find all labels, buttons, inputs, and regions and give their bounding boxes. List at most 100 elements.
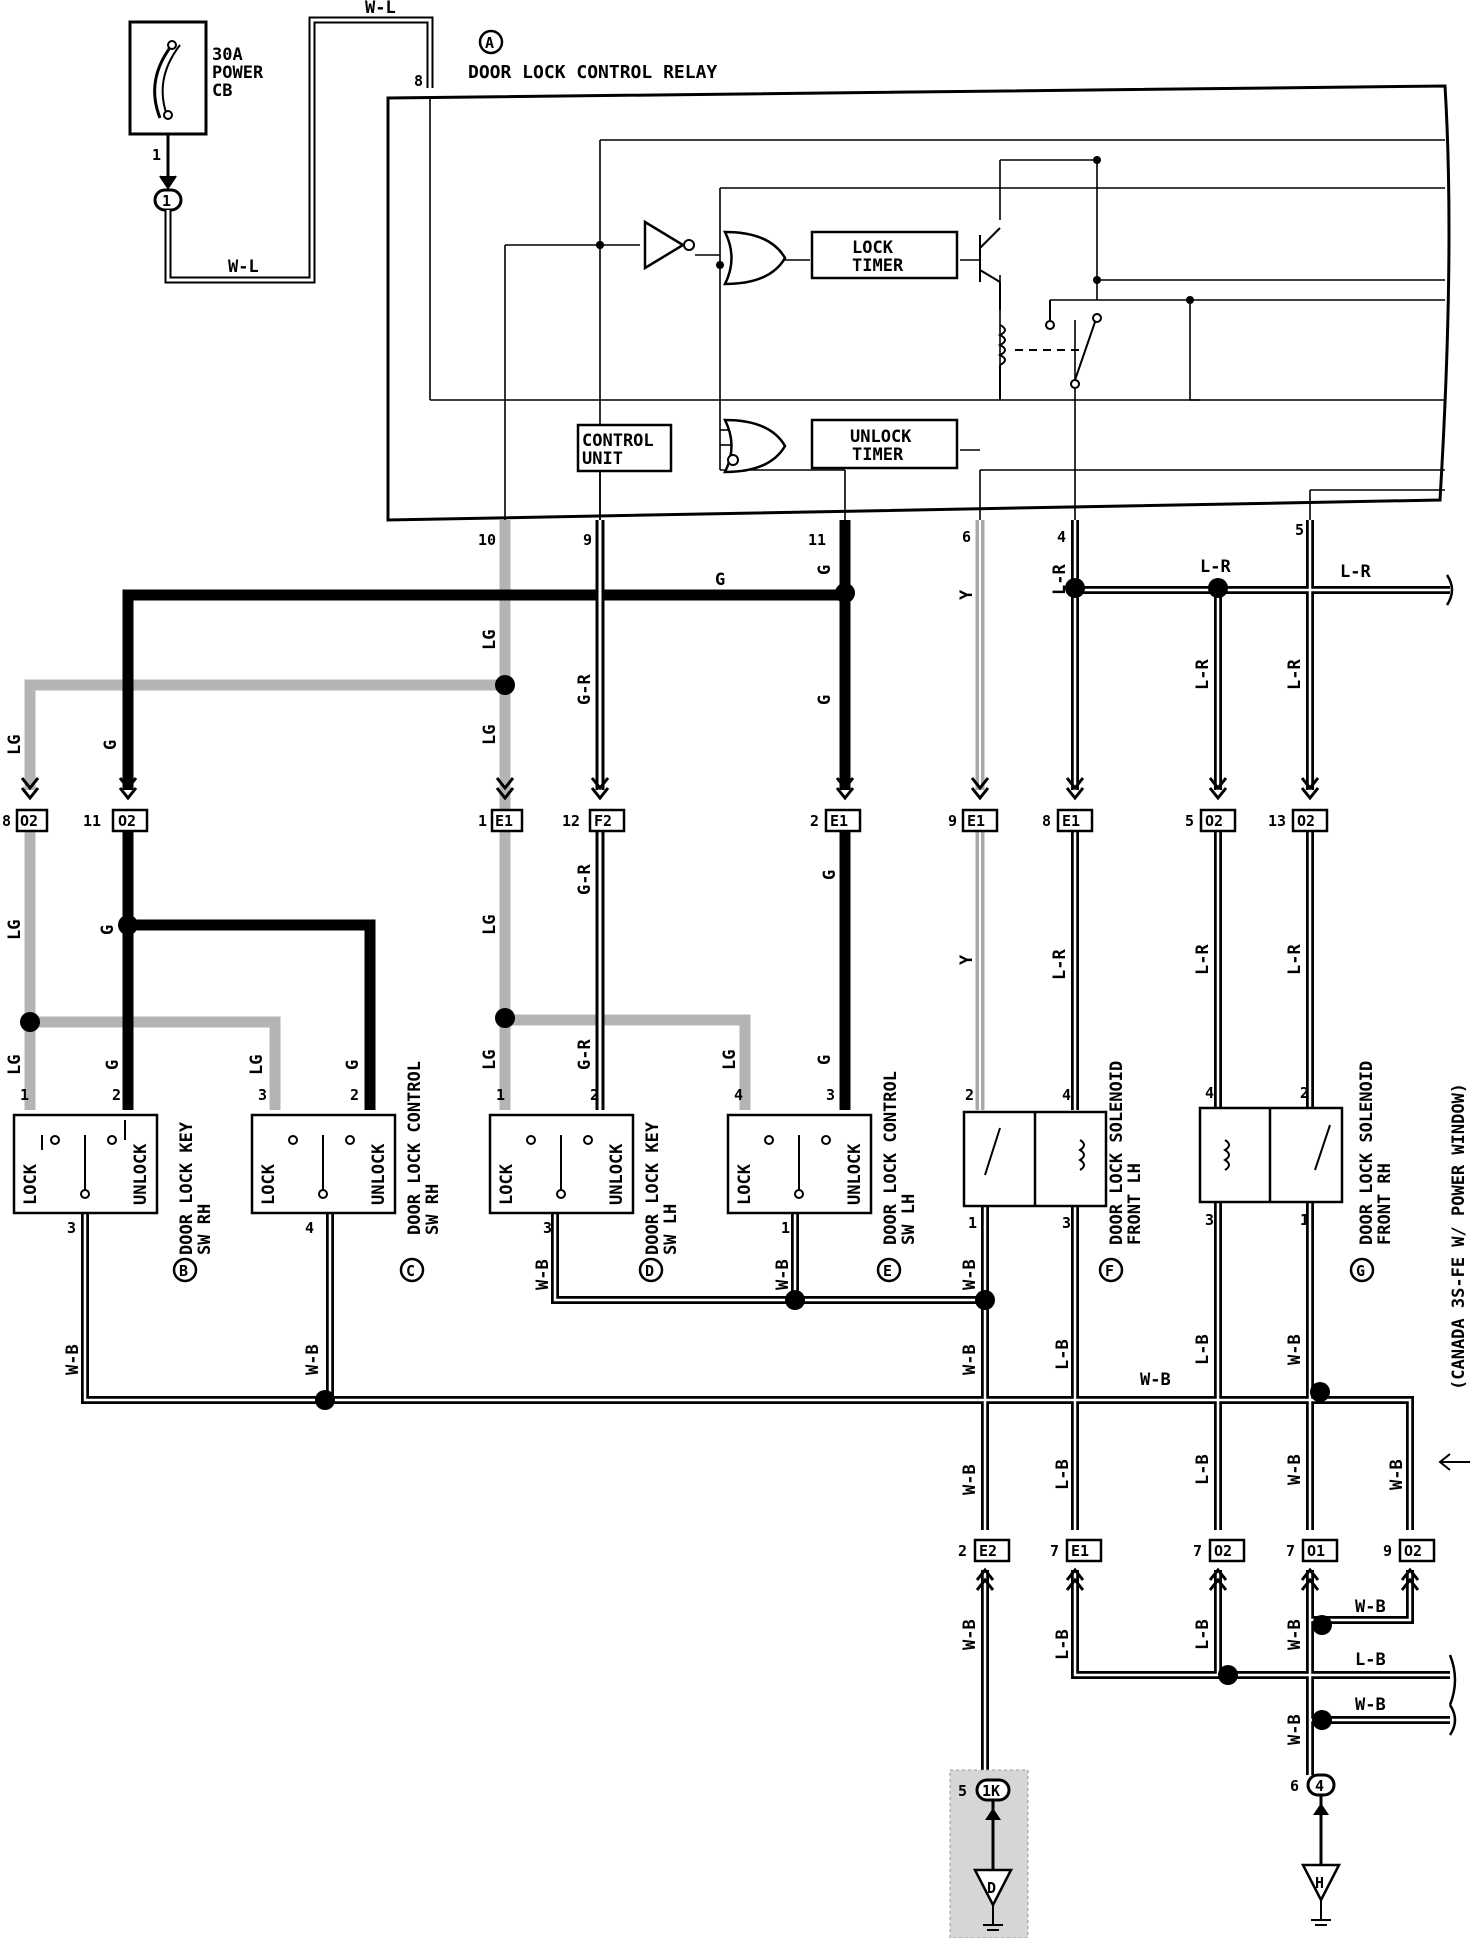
lbl-y-6: Y [957, 589, 977, 600]
e-marker: E [883, 1262, 892, 1280]
relay-pin-6: 6 [962, 528, 971, 546]
b-name: DOOR LOCK KEY [177, 1121, 197, 1255]
lbl-lg-b3: LG [5, 1055, 25, 1075]
harness-continuation-marks [1445, 574, 1457, 1736]
lbl-l-b-f3: L-B [1053, 1629, 1073, 1660]
pin-e-mid: 2 [810, 812, 819, 830]
conn-f2: F2 [594, 812, 612, 830]
conn-o2-low: O2 [1214, 1542, 1232, 1560]
circuit-breaker-30a: 30A POWER CB 1 1 [128, 20, 264, 212]
connector-row-upper: O2 8 O2 11 E1 1 F2 12 E1 2 E1 9 E1 8 O2 … [2, 777, 1329, 833]
lbl-l-r-13: L-R [1285, 659, 1305, 690]
conn-o2-g: O2 [1205, 812, 1223, 830]
pin-g-o2b: 13 [1268, 812, 1286, 830]
lbl-y-f: Y [957, 954, 977, 965]
d-lock-label: LOCK [497, 1163, 517, 1205]
lbl-g-junction: G [98, 925, 118, 935]
pin-4: 6 [1290, 1777, 1299, 1795]
pin-f-e1: 9 [948, 812, 957, 830]
lbl-g-top: G [715, 570, 725, 590]
canada-note-arrow [1438, 1453, 1470, 1471]
pin-b-right: 11 [83, 812, 101, 830]
f-pin-4: 4 [1062, 1086, 1071, 1104]
b-lock-label: LOCK [21, 1163, 41, 1205]
lbl-w-b-g4: W-B [1285, 1714, 1305, 1745]
door-lock-control-relay: A DOOR LOCK CONTROL RELAY 8 [386, 29, 1451, 549]
relay-pin-4: 4 [1057, 528, 1066, 546]
lbl-w-b-g3: W-B [1285, 1619, 1305, 1650]
conn-e1-e: E1 [830, 812, 848, 830]
pin-d-mid: 12 [562, 812, 580, 830]
ground-h-label: H [1315, 1874, 1324, 1892]
relay-pin-10: 10 [478, 531, 496, 549]
lbl-l-r-h2: L-R [1340, 562, 1371, 582]
conn-o2-low2: O2 [1404, 1542, 1422, 1560]
pin-g-o2: 5 [1185, 812, 1194, 830]
g-pin-2: 2 [1300, 1084, 1309, 1102]
conn-o2-g2: O2 [1297, 812, 1315, 830]
control-unit-label-2: UNIT [582, 449, 623, 469]
b-marker: B [179, 1262, 188, 1280]
lbl-g-e: G [820, 870, 840, 880]
wire-w-b-ground [81, 1195, 1450, 1775]
c-name: DOOR LOCK CONTROL [405, 1061, 425, 1235]
b-pin-3: 3 [67, 1219, 76, 1237]
breaker-label-1: 30A [212, 45, 243, 65]
pin-b-left: 8 [2, 812, 11, 830]
lbl-l-r-g: L-R [1193, 944, 1213, 975]
e-name: DOOR LOCK CONTROL [881, 1071, 901, 1245]
lbl-l-r-g2: L-R [1285, 944, 1305, 975]
lbl-w-b-d: W-B [533, 1259, 553, 1290]
lbl-w-b-f: W-B [960, 1259, 980, 1290]
lbl-w-b-e: W-B [773, 1259, 793, 1290]
conn-4: 4 [1315, 1777, 1324, 1795]
lbl-lg-c: LG [247, 1055, 267, 1075]
conn-e1-f2: E1 [1062, 812, 1080, 830]
door-lock-key-sw-rh: 1 2 3 LOCK UNLOCK B DOOR LOCK KEY SW RH [12, 1086, 215, 1283]
relay-pin-9: 9 [583, 531, 592, 549]
relay-pin-8: 8 [414, 72, 423, 90]
door-lock-solenoid-front-rh: 4 2 3 1 G DOOR LOCK SOLENOID FRONT RH [1198, 1061, 1395, 1283]
wire-g-harness [122, 520, 851, 1110]
door-lock-control-sw-lh: 4 3 1 LOCK UNLOCK E DOOR LOCK CONTROL SW… [726, 1071, 919, 1283]
conn-e1-d: E1 [495, 812, 513, 830]
c-pin-3: 3 [258, 1086, 267, 1104]
f-side: FRONT LH [1125, 1163, 1145, 1245]
wire-l-r [1071, 520, 1450, 1110]
ground-d: 1K 5 D [949, 1769, 1029, 1938]
b-unlock-label: UNLOCK [131, 1143, 151, 1205]
d-side: SW LH [661, 1204, 681, 1255]
breaker-connector-label: 1 [162, 192, 171, 210]
unlock-timer-label-2: TIMER [852, 445, 904, 465]
pin-1k: 5 [958, 1782, 967, 1800]
f-name: DOOR LOCK SOLENOID [1107, 1061, 1127, 1245]
c-marker: C [406, 1262, 415, 1280]
door-lock-solenoid-front-lh: 2 4 1 3 F DOOR LOCK SOLENOID FRONT LH [962, 1061, 1145, 1283]
f-pin-1: 1 [968, 1214, 977, 1232]
c-unlock-label: UNLOCK [369, 1143, 389, 1205]
conn-1k: 1K [982, 1782, 1000, 1800]
connector-row-lower: E2 2 E1 7 O2 7 O1 7 O2 9 [958, 1538, 1436, 1591]
lbl-w-b-h: W-B [1140, 1370, 1171, 1390]
breaker-pin: 1 [152, 146, 161, 164]
b-pin-2: 2 [112, 1086, 121, 1104]
d-marker: D [645, 1262, 654, 1280]
pin-o1-low: 7 [1286, 1542, 1295, 1560]
lbl-lg-b2: LG [5, 920, 25, 940]
d-name: DOOR LOCK KEY [643, 1121, 663, 1255]
lbl-w-b-g: W-B [1285, 1334, 1305, 1365]
lbl-l-b-g: L-B [1193, 1334, 1213, 1365]
lbl-w-b-h3: W-B [1355, 1695, 1386, 1715]
d-unlock-label: UNLOCK [607, 1143, 627, 1205]
wire-label-w-l-1: W-L [228, 257, 259, 277]
lbl-g-e2: G [815, 1055, 835, 1065]
b-pin-1: 1 [20, 1086, 29, 1104]
lbl-g-b3: G [103, 1060, 123, 1070]
wire-lg-harness [24, 520, 751, 1110]
door-lock-control-sw-rh: 3 2 4 LOCK UNLOCK C DOOR LOCK CONTROL SW… [250, 1061, 443, 1283]
conn-o2-b-right: O2 [118, 812, 136, 830]
wire-w-l: W-L W-L [164, 0, 434, 284]
wire-label-w-l-2: W-L [365, 0, 396, 18]
lbl-w-b-ground: W-B [960, 1619, 980, 1650]
